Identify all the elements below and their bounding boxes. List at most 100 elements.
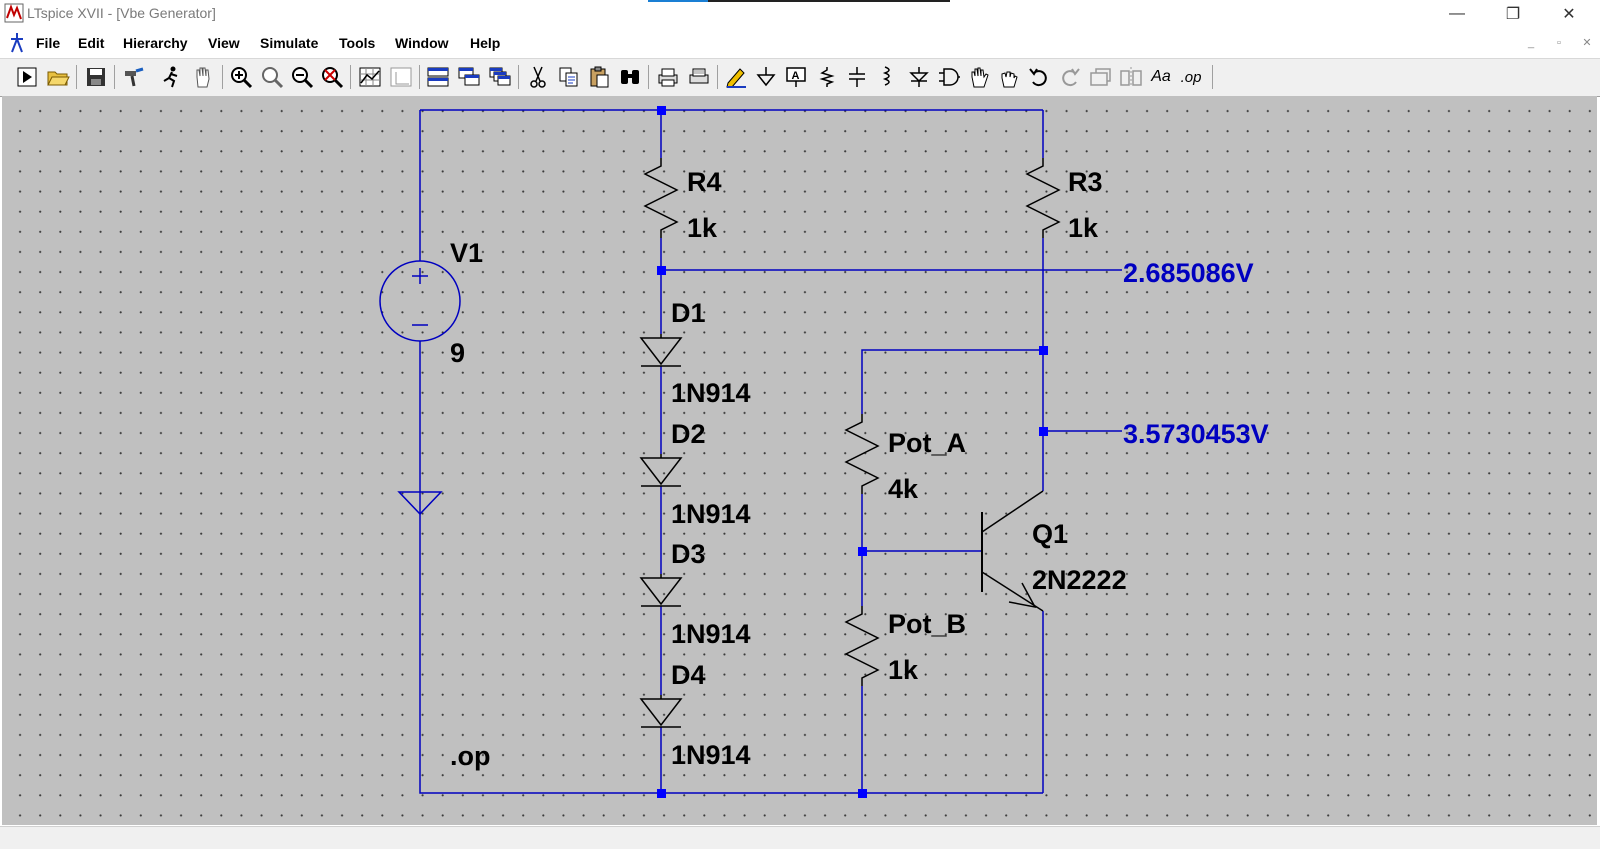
schematic-canvas[interactable]: V1 9 R4 1k R3 1k D1 1N914 D2 1N914 D3 1N… — [2, 96, 1597, 825]
resistor-pot-b[interactable] — [844, 606, 880, 686]
pot-a-name-label[interactable]: Pot_A — [888, 428, 966, 458]
node-voltage-diode-stack[interactable]: 2.685086V — [1123, 258, 1254, 288]
menu-edit[interactable]: Edit — [78, 35, 105, 51]
find-button[interactable] — [617, 64, 643, 90]
run-button[interactable] — [158, 64, 184, 90]
ground-symbol[interactable] — [397, 491, 443, 516]
r4-name-label[interactable]: R4 — [687, 167, 722, 197]
place-ground-button[interactable] — [753, 64, 779, 90]
move-button[interactable] — [966, 64, 992, 90]
halt-button[interactable] — [190, 64, 216, 90]
menu-file[interactable]: File — [36, 35, 61, 51]
paste-button[interactable] — [586, 64, 612, 90]
pan-button[interactable] — [259, 64, 285, 90]
menu-window[interactable]: Window — [395, 35, 449, 51]
transistor-q1[interactable] — [981, 490, 1044, 612]
maximize-window-button[interactable]: ❐ — [1505, 6, 1521, 23]
v1-name-label[interactable]: V1 — [450, 238, 483, 268]
node-voltage-collector[interactable]: 3.5730453V — [1123, 419, 1269, 449]
tile-horizontal-button[interactable] — [425, 64, 451, 90]
font-icon: Aa — [1151, 68, 1171, 85]
diode-d2[interactable] — [639, 454, 683, 487]
menu-hierarchy[interactable]: Hierarchy — [123, 35, 188, 51]
resistor-r3[interactable] — [1025, 158, 1061, 238]
capacitor-icon — [849, 67, 865, 87]
plot-settings-button[interactable] — [388, 64, 414, 90]
place-inductor-button[interactable] — [874, 64, 900, 90]
resistor-r4[interactable] — [643, 158, 679, 238]
menu-help[interactable]: Help — [470, 35, 501, 51]
net-label-icon: A — [786, 67, 806, 87]
drag-button[interactable] — [996, 64, 1022, 90]
close-window-button[interactable]: ✕ — [1562, 6, 1576, 23]
q1-model-label[interactable]: 2N2222 — [1032, 565, 1127, 595]
d2-name-label[interactable]: D2 — [671, 419, 706, 449]
control-panel-button[interactable] — [121, 64, 147, 90]
r3-value-label[interactable]: 1k — [1068, 213, 1099, 243]
v1-value-label[interactable]: 9 — [450, 338, 465, 368]
minimize-window-button[interactable]: — — [1449, 5, 1465, 22]
diode-d1[interactable] — [639, 334, 683, 367]
and-gate-icon — [939, 68, 960, 86]
redo-icon — [1062, 68, 1080, 87]
mirror-button[interactable] — [1118, 64, 1144, 90]
place-diode-button[interactable] — [906, 64, 932, 90]
zoom-fit-button[interactable] — [319, 64, 345, 90]
menu-view[interactable]: View — [208, 35, 240, 51]
place-capacitor-button[interactable] — [844, 64, 870, 90]
spice-directive-button[interactable]: .op — [1178, 64, 1204, 90]
menu-simulate[interactable]: Simulate — [260, 35, 319, 51]
mdi-restore-button[interactable]: ▫ — [1557, 37, 1561, 49]
zoom-in-button[interactable] — [228, 64, 254, 90]
label-net-button[interactable]: A — [783, 64, 809, 90]
place-component-button[interactable] — [936, 64, 962, 90]
tile-vertical-button[interactable] — [456, 64, 482, 90]
junction-dot — [657, 106, 666, 115]
copy-button[interactable] — [556, 64, 582, 90]
cut-button[interactable] — [525, 64, 551, 90]
d3-model-label[interactable]: 1N914 — [671, 619, 751, 649]
save-button[interactable] — [83, 64, 109, 90]
rotate-button[interactable] — [1088, 64, 1114, 90]
print-preview-button[interactable] — [686, 64, 712, 90]
print-button[interactable] — [655, 64, 681, 90]
d3-name-label[interactable]: D3 — [671, 539, 706, 569]
d4-model-label[interactable]: 1N914 — [671, 740, 751, 770]
text-button[interactable]: Aa — [1148, 64, 1174, 90]
hammer-icon — [125, 67, 144, 87]
draw-wire-button[interactable] — [723, 64, 749, 90]
voltage-source-v1[interactable] — [379, 260, 461, 342]
q1-name-label[interactable]: Q1 — [1032, 519, 1068, 549]
pot-b-value-label[interactable]: 1k — [888, 655, 919, 685]
move-hand-icon — [971, 67, 989, 88]
r3-name-label[interactable]: R3 — [1068, 167, 1103, 197]
d4-name-label[interactable]: D4 — [671, 660, 706, 690]
d1-model-label[interactable]: 1N914 — [671, 378, 751, 408]
new-schematic-button[interactable] — [14, 64, 40, 90]
junction-dots — [657, 106, 1048, 798]
op-directive[interactable]: .op — [450, 741, 491, 771]
mdi-close-button[interactable]: ✕ — [1582, 37, 1592, 49]
junction-dot — [858, 789, 867, 798]
pot-b-name-label[interactable]: Pot_B — [888, 609, 966, 639]
diode-d4[interactable] — [639, 695, 683, 728]
toolbar-separator — [350, 65, 351, 89]
resistor-pot-a[interactable] — [844, 414, 880, 494]
redo-button[interactable] — [1057, 64, 1083, 90]
wire[interactable] — [861, 349, 1043, 414]
paste-icon — [590, 66, 609, 88]
pot-a-value-label[interactable]: 4k — [888, 474, 919, 504]
menu-tools[interactable]: Tools — [339, 35, 376, 51]
zoom-out-button[interactable] — [289, 64, 315, 90]
place-resistor-button[interactable] — [814, 64, 840, 90]
undo-button[interactable] — [1026, 64, 1052, 90]
d1-name-label[interactable]: D1 — [671, 298, 706, 328]
d2-model-label[interactable]: 1N914 — [671, 499, 751, 529]
wire[interactable] — [419, 341, 1043, 794]
cascade-button[interactable] — [487, 64, 513, 90]
mdi-minimize-button[interactable]: _ — [1527, 37, 1535, 49]
autorange-button[interactable] — [357, 64, 383, 90]
open-button[interactable] — [45, 64, 71, 90]
diode-d3[interactable] — [639, 574, 683, 607]
r4-value-label[interactable]: 1k — [687, 213, 718, 243]
